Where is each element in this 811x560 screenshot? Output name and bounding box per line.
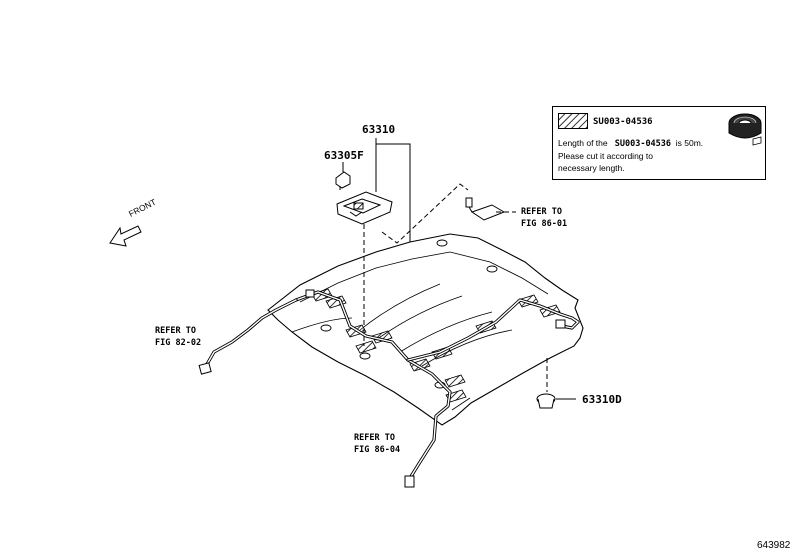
part-number-63305f: 63305F — [324, 149, 364, 162]
dashed-leaders — [363, 183, 548, 392]
part-number-63310: 63310 — [362, 123, 396, 136]
refer-line2: FIG 86-01 — [521, 219, 568, 229]
front-arrow-icon — [109, 225, 142, 247]
refer-line1: REFER TO — [354, 433, 395, 443]
legend-instruction-1: Please cut it according to — [558, 151, 653, 161]
clip-63310d — [536, 393, 556, 409]
refer-fig-82-02[interactable]: REFER TO FIG 82-02 — [155, 325, 201, 349]
refer-line2: FIG 86-04 — [354, 445, 401, 455]
legend-instruction-2: necessary length. — [558, 163, 625, 173]
dome-lamp — [336, 191, 393, 225]
hatch-swatch-icon — [558, 113, 588, 129]
legend-length-suffix: is 50m. — [675, 138, 704, 148]
leaders — [342, 138, 576, 400]
headliner-holes — [320, 239, 498, 389]
refer-bracket — [465, 197, 506, 221]
legend-box: SU003-04536 Length of the SU003-04536 is… — [552, 106, 766, 180]
refer-line1: REFER TO — [521, 207, 562, 217]
legend-length-code: SU003-04536 — [614, 139, 672, 149]
tape-roll-icon — [728, 113, 762, 146]
wire-harness — [204, 290, 580, 480]
refer-line1: REFER TO — [155, 326, 196, 336]
connectors — [198, 289, 566, 488]
clip-63305f — [335, 171, 351, 190]
legend-length-line: Length of the SU003-04536 is 50m. — [558, 138, 703, 149]
headliner-outline — [267, 233, 584, 426]
legend-code: SU003-04536 — [593, 117, 653, 127]
part-number-63310d: 63310D — [582, 393, 622, 406]
refer-line2: FIG 82-02 — [155, 338, 202, 348]
refer-fig-86-01[interactable]: REFER TO FIG 86-01 — [521, 206, 567, 230]
figure-id: 643982 — [757, 540, 791, 551]
refer-fig-86-04[interactable]: REFER TO FIG 86-04 — [354, 432, 400, 456]
legend-length-prefix: Length of the — [558, 138, 608, 148]
